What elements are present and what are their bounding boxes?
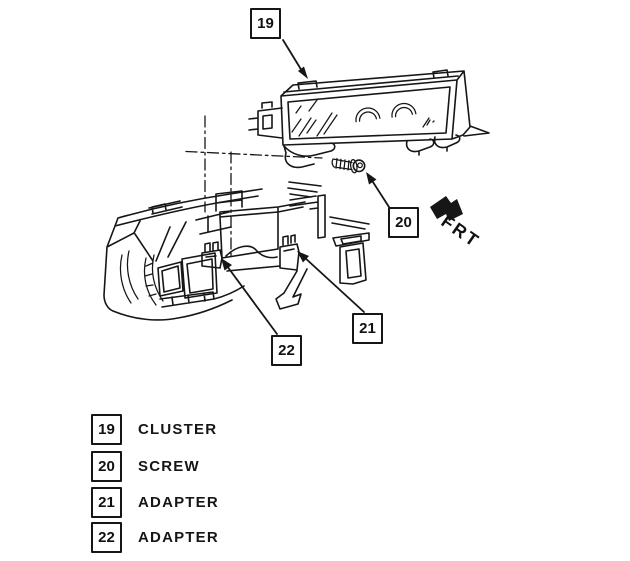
cluster-mount-tabs — [283, 134, 461, 169]
legend-row: 22 ADAPTER — [91, 522, 219, 553]
gauge-arcs — [355, 102, 417, 123]
legend-num-box: 21 — [91, 487, 122, 518]
leader-arrow-22 — [221, 258, 278, 335]
dashboard-drawing — [103, 181, 370, 321]
legend-label: CLUSTER — [138, 421, 218, 438]
centerline-dashes — [185, 115, 323, 259]
adapter-21-part — [279, 234, 300, 271]
cluster-connector — [248, 101, 283, 139]
callout-box-19: 19 — [250, 8, 281, 39]
legend-row: 20 SCREW — [91, 451, 200, 482]
legend-num-box: 19 — [91, 414, 122, 445]
cluster-drawing — [248, 69, 490, 169]
callout-box-22: 22 — [271, 335, 302, 366]
legend-row: 21 ADAPTER — [91, 487, 219, 518]
leader-arrow-20 — [366, 172, 390, 208]
legend-label: ADAPTER — [138, 494, 219, 511]
callout-box-20: 20 — [388, 207, 419, 238]
legend-row: 19 CLUSTER — [91, 414, 217, 445]
legend-num-box: 22 — [91, 522, 122, 553]
legend-num-box: 20 — [91, 451, 122, 482]
callout-box-21: 21 — [352, 313, 383, 344]
frt-arrow-icon — [430, 196, 463, 221]
right-structure — [275, 181, 370, 310]
leader-arrow-19 — [282, 39, 308, 79]
screw-drawing — [331, 157, 366, 174]
adapter-22-part — [201, 241, 223, 269]
legend-label: ADAPTER — [138, 529, 219, 546]
glass-hatching — [291, 99, 435, 137]
leader-arrow-21 — [297, 251, 365, 313]
left-cap-shading — [119, 250, 164, 306]
legend-label: SCREW — [138, 458, 200, 475]
